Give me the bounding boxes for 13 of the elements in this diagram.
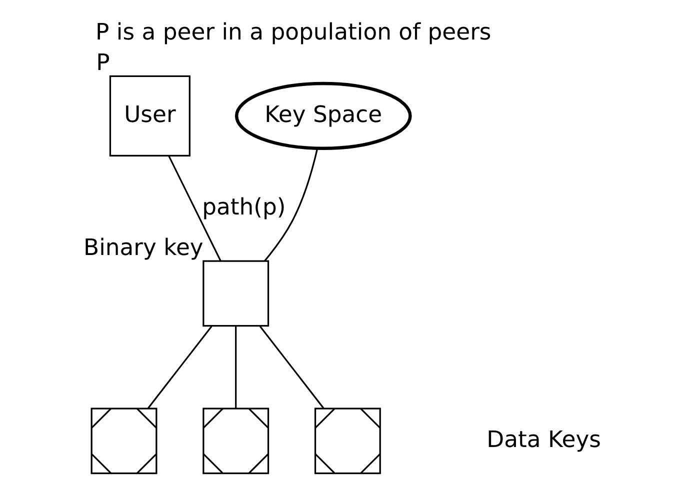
connector <box>148 326 212 409</box>
connector <box>264 148 318 262</box>
diagram-title: P is a peer in a population of peers <box>96 19 492 46</box>
node-box <box>202 260 270 327</box>
node-label: P <box>96 50 110 76</box>
connector <box>259 326 324 409</box>
label: Data Keys <box>486 426 601 453</box>
connector <box>235 326 237 408</box>
node-box: User <box>109 75 190 156</box>
node-label: Binary key <box>84 234 204 261</box>
edge-label: path(p) <box>202 194 286 220</box>
connector <box>168 155 222 261</box>
node-ellipse: Key Space <box>234 82 412 150</box>
